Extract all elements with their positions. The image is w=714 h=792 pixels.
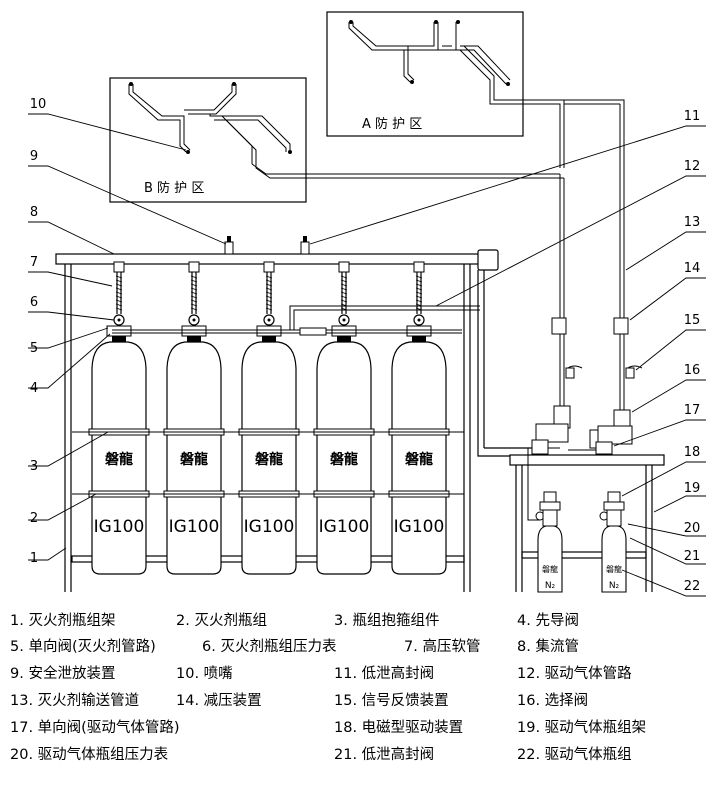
- callout-12: 12: [684, 159, 701, 174]
- legend-item-15: 15. 信号反馈装置: [334, 693, 449, 709]
- legend-item-19: 19. 驱动气体瓶组架: [517, 720, 647, 736]
- callout-numbers: 1 2 3 4 5 6 7 8 9 10 11 12 13 14 15 16 1…: [30, 97, 701, 594]
- legend-item-6: 6. 灭火剂瓶组压力表: [202, 639, 337, 655]
- drive-gas-rack: [509, 454, 665, 592]
- callout-13: 13: [684, 215, 701, 230]
- cylinder-brand-label: 磐龍: [404, 451, 433, 468]
- legend-item-22: 22. 驱动气体瓶组: [517, 747, 632, 763]
- legend-item-21: 21. 低泄高封阀: [334, 747, 435, 763]
- callout-22: 22: [684, 579, 701, 594]
- diagram-svg: A 防 护 区 B 防 护 区: [28, 11, 706, 597]
- callout-21: 21: [684, 549, 701, 564]
- cylinder-model-label: IG100: [319, 517, 370, 537]
- zone-a: A 防 护 区: [326, 11, 565, 168]
- legend-item-18: 18. 电磁型驱动装置: [334, 720, 464, 736]
- legend-item-4: 4. 先导阀: [517, 613, 579, 629]
- cylinder-brand-label: 磐龍: [329, 451, 358, 468]
- agent-delivery-pipes: [559, 99, 625, 414]
- selector-valves: [531, 317, 643, 455]
- callout-6: 6: [30, 295, 38, 310]
- drive-gas-cylinder: 磐龍 N₂: [535, 491, 563, 593]
- callout-2: 2: [30, 511, 38, 526]
- callout-leaders: [28, 113, 706, 597]
- drive-cylinder-gas: N₂: [545, 581, 556, 591]
- callout-3: 3: [30, 459, 38, 474]
- legend-item-8: 8. 集流管: [517, 639, 579, 655]
- cylinder-brand-label: 磐龍: [104, 451, 133, 468]
- callout-18: 18: [684, 445, 701, 460]
- drive-gas-cylinders: 磐龍 N₂ 磐龍 N₂: [535, 491, 627, 593]
- callout-11: 11: [684, 109, 701, 124]
- callout-4: 4: [30, 381, 38, 396]
- legend-item-10: 10. 喷嘴: [176, 666, 233, 682]
- cylinder-model-label: IG100: [394, 517, 445, 537]
- callout-15: 15: [684, 313, 701, 328]
- legend-item-14: 14. 减压装置: [176, 693, 262, 709]
- drive-cylinder-brand: 磐龍: [606, 564, 622, 574]
- legend-item-3: 3. 瓶组抱箍组件: [334, 613, 440, 629]
- callout-10: 10: [30, 97, 47, 112]
- callout-19: 19: [684, 481, 701, 496]
- agent-cylinder: 磐龍 IG100: [388, 261, 450, 575]
- callout-20: 20: [684, 521, 701, 536]
- callout-5: 5: [30, 341, 38, 356]
- legend-item-13: 13. 灭火剂输送管道: [10, 693, 140, 709]
- legend-item-7: 7. 高压软管: [404, 639, 481, 655]
- legend-item-20: 20. 驱动气体瓶组压力表: [10, 747, 169, 763]
- agent-cylinder: 磐龍 IG100: [88, 261, 150, 575]
- callout-14: 14: [684, 261, 701, 276]
- legend-item-5: 5. 单向阀(灭火剂管路): [10, 639, 156, 655]
- legend-item-12: 12. 驱动气体管路: [517, 666, 632, 682]
- zone-a-label: A 防 护 区: [362, 116, 422, 132]
- callout-16: 16: [684, 363, 701, 378]
- agent-cylinder: 磐龍 IG100: [313, 261, 375, 575]
- legend: 1. 灭火剂瓶组架 2. 灭火剂瓶组 3. 瓶组抱箍组件 4. 先导阀 5. 单…: [0, 612, 714, 787]
- cylinder-model-label: IG100: [169, 517, 220, 537]
- legend-item-2: 2. 灭火剂瓶组: [176, 613, 267, 629]
- cylinder-model-label: IG100: [94, 517, 145, 537]
- legend-item-1: 1. 灭火剂瓶组架: [10, 613, 116, 629]
- drive-cylinder-brand: 磐龍: [542, 564, 558, 574]
- safety-release-device: [224, 236, 310, 255]
- legend-item-17: 17. 单向阀(驱动气体管路): [10, 720, 180, 736]
- drive-gas-cylinder: 磐龍 N₂: [599, 491, 627, 593]
- drive-cylinder-gas: N₂: [609, 581, 620, 591]
- legend-item-16: 16. 选择阀: [517, 693, 589, 709]
- legend-item-11: 11. 低泄高封阀: [334, 666, 435, 682]
- pilot-gas-line: [112, 305, 480, 336]
- callout-7: 7: [30, 255, 38, 270]
- callout-8: 8: [30, 205, 38, 220]
- zone-b-label: B 防 护 区: [144, 180, 204, 196]
- cylinder-brand-label: 磐龍: [179, 451, 208, 468]
- callout-1: 1: [30, 551, 38, 566]
- legend-item-9: 9. 安全泄放装置: [10, 666, 116, 682]
- cylinder-brand-label: 磐龍: [254, 451, 283, 468]
- cylinder-model-label: IG100: [244, 517, 295, 537]
- agent-cylinder: 磐龍 IG100: [163, 261, 225, 575]
- callout-9: 9: [30, 149, 38, 164]
- callout-17: 17: [684, 403, 701, 418]
- agent-cylinders: 磐龍 IG100 磐龍 IG100 磐龍 IG100 磐龍 IG100 磐龍 IG100: [72, 261, 464, 575]
- zone-b: B 防 护 区: [109, 77, 564, 203]
- system-diagram: A 防 护 区 B 防 护 区: [28, 11, 706, 597]
